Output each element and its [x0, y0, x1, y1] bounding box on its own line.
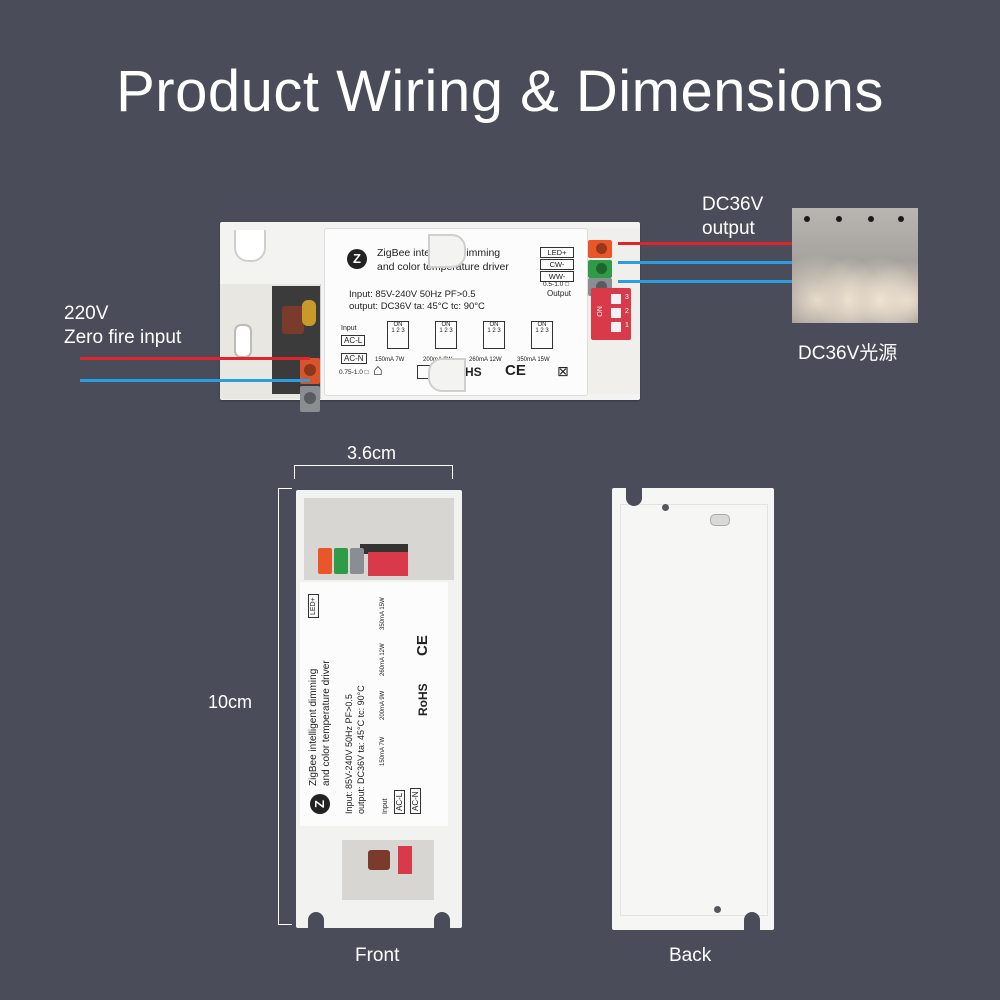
front-view-photo: Z ZigBee intelligent dimming and color t… — [296, 490, 462, 928]
mounting-ear — [428, 234, 466, 268]
dip-caption-3: 260mA 12W — [469, 357, 502, 363]
ac-l-terminal: AC-L — [341, 335, 366, 346]
back-view-caption: Back — [669, 945, 712, 966]
mounting-notch — [234, 230, 266, 262]
mounting-slot — [234, 324, 252, 358]
led-plus-output-wire — [618, 242, 836, 245]
input-spec: Input: 85V-240V 50Hz PF>0.5 — [349, 289, 476, 300]
input-voltage-label: 220V — [64, 303, 109, 324]
ac-n-terminal: AC-N — [341, 353, 367, 364]
output-terminal-legend: LED+ CW- WW- — [540, 247, 574, 283]
neutral-input-terminal — [300, 386, 320, 412]
led-plus-terminal — [588, 240, 612, 258]
length-dimension-line — [278, 488, 279, 924]
ce-mark-icon: CE — [505, 362, 526, 379]
width-dimension-label: 3.6cm — [347, 443, 397, 463]
input-description-label: Zero fire input — [64, 327, 182, 348]
output-spec: output: DC36V ta: 45°C tc: 90°C — [349, 301, 485, 312]
output-terminal-area: 3 2 1 ON — [588, 228, 640, 394]
live-input-terminal — [300, 358, 320, 384]
page-title: Product Wiring & Dimensions — [116, 59, 884, 124]
length-dimension-label: 10cm — [208, 692, 253, 712]
output-wire-size: 0.5-1.0 □ — [543, 281, 569, 288]
capacitor — [302, 300, 316, 326]
output-voltage-label: DC36V — [702, 194, 764, 215]
cw-output-wire — [618, 261, 836, 264]
output-description-label: output — [702, 218, 755, 239]
front-view-caption: Front — [355, 945, 400, 966]
neutral-input-wire — [80, 379, 310, 382]
dip-switch — [368, 552, 408, 576]
product-label-rotated: Z ZigBee intelligent dimming and color t… — [300, 582, 448, 826]
capacitor — [282, 306, 304, 334]
light-source-label: DC36V光源 — [798, 343, 898, 364]
dip-caption-4: 350mA 15W — [517, 357, 550, 363]
output-title: Output — [547, 289, 572, 298]
cw-terminal — [588, 260, 612, 278]
input-title: Input — [341, 325, 357, 332]
width-dimension-line — [294, 465, 452, 466]
led-light-source-photo — [792, 208, 918, 323]
ww-output-wire — [618, 280, 836, 283]
dip-caption-1: 150mA 7W — [375, 357, 405, 363]
mounting-ear — [428, 358, 466, 392]
back-view-photo — [612, 488, 774, 930]
house-icon: ⌂ — [373, 362, 383, 379]
live-input-wire — [80, 357, 310, 360]
zigbee-logo-icon: Z — [347, 249, 367, 269]
input-wire-size: 0.75-1.0 □ — [339, 369, 369, 376]
weee-bin-icon: ⊠ — [557, 363, 569, 379]
dip-switch: 3 2 1 ON — [591, 288, 631, 340]
